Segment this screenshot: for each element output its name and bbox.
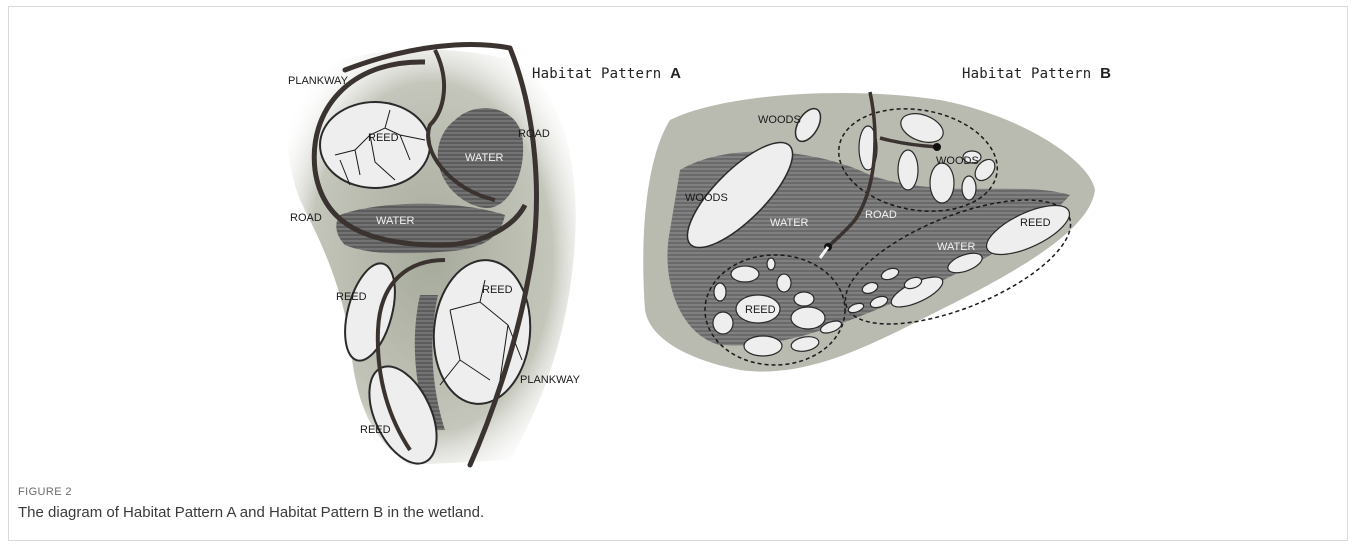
reed-cluster-ellipse-2 [767,258,775,270]
label-reed-right-b: REED [1020,217,1051,229]
reed-cluster-ellipse-5 [794,292,814,306]
label-reed-bottom: REED [360,424,391,436]
label-water-center: WATER [376,215,415,227]
reed-cluster-ellipse-1 [731,266,759,282]
figure-label: FIGURE 2 [18,486,72,498]
label-water-center-b: WATER [770,217,809,229]
reed-cluster-ellipse-4 [714,283,726,301]
label-road-b: ROAD [865,209,897,221]
reed-cluster-ellipse-7 [713,312,733,334]
woods-cluster-ellipse-4 [930,163,954,203]
figure-caption: The diagram of Habitat Pattern A and Hab… [18,504,484,521]
reed-cluster-ellipse-3 [777,274,791,292]
label-reed-right: REED [482,284,513,296]
pattern-b-title-letter: B [1100,65,1111,82]
reed-habitat-top [320,102,430,188]
reed-cluster-ellipse-8 [744,336,782,356]
label-woods-top: WOODS [758,114,801,126]
road-endpoint-top [933,143,941,151]
label-plankway-bottom: PLANKWAY [520,374,581,386]
woods-cluster-ellipse-5 [962,176,976,200]
pattern-b-title: Habitat Pattern B [962,65,1111,82]
label-water-right-b: WATER [937,241,976,253]
label-woods-left: WOODS [685,192,728,204]
label-road-left: ROAD [290,212,322,224]
label-road-right: ROAD [518,128,550,140]
habitat-pattern-a-diagram: PLANKWAY REED WATER ROAD ROAD WATER REED… [260,40,590,470]
label-water-right: WATER [465,152,504,164]
label-reed-left: REED [336,291,367,303]
habitat-pattern-b-diagram: WOODS WOODS WOODS WATER ROAD WATER REED … [640,80,1110,400]
reed-cluster-ellipse-6 [791,307,825,329]
label-reed-cluster: REED [745,304,776,316]
label-plankway-top: PLANKWAY [288,75,349,87]
woods-cluster-ellipse-2 [898,150,918,190]
label-reed-top: REED [368,132,399,144]
label-woods-cluster: WOODS [936,155,979,167]
pattern-b-title-prefix: Habitat Pattern [962,66,1091,82]
